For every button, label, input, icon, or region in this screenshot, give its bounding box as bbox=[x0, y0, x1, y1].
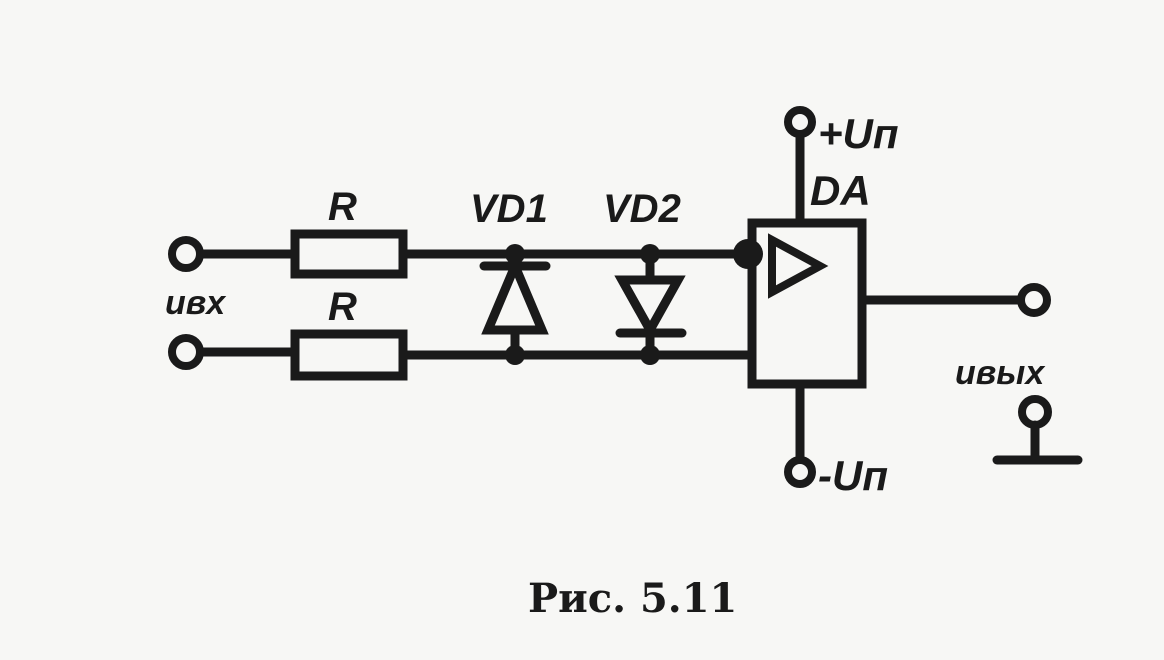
output-voltage-label: uвых bbox=[955, 354, 1046, 392]
junction-vd1-top bbox=[505, 244, 525, 264]
resistor-r1-label: R bbox=[328, 185, 357, 229]
opamp-amplifier-triangle bbox=[768, 233, 829, 299]
opamp-body bbox=[747, 218, 867, 389]
vd1-label: VD1 bbox=[470, 187, 548, 231]
output-terminal bbox=[1017, 283, 1051, 317]
resistor-r1 bbox=[290, 229, 408, 279]
figure-caption: Рис. 5.11 bbox=[528, 575, 737, 622]
resistor-r2-label: R bbox=[328, 285, 357, 329]
opamp-label: DA bbox=[810, 167, 871, 214]
vd1-diode-triangle bbox=[481, 254, 549, 335]
opamp-inverting-input bbox=[733, 239, 763, 269]
vd2-label: VD2 bbox=[603, 187, 681, 231]
negative-supply-terminal bbox=[784, 456, 816, 488]
input-voltage-label: uвх bbox=[165, 284, 227, 322]
top-input-terminal bbox=[168, 236, 204, 272]
positive-supply-label: +Uп bbox=[818, 110, 899, 157]
junction-vd2-top bbox=[640, 244, 660, 264]
bottom-input-terminal bbox=[168, 334, 204, 370]
junction-vd2-bottom bbox=[640, 345, 660, 365]
negative-supply-label: -Uп bbox=[818, 452, 888, 499]
resistor-r2 bbox=[290, 329, 408, 381]
vd2-diode-triangle bbox=[614, 275, 686, 340]
positive-supply-terminal bbox=[784, 106, 816, 138]
junction-vd1-bottom bbox=[505, 345, 525, 365]
